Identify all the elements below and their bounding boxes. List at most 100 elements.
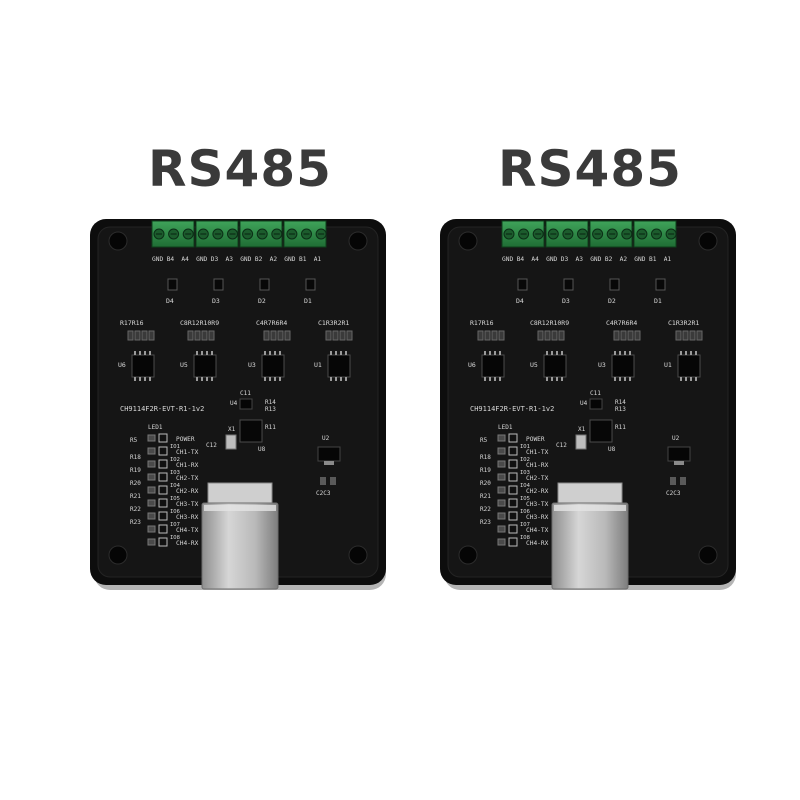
io-label: IO1 <box>520 444 530 450</box>
usb-connector <box>551 502 629 590</box>
io-label: IO6 <box>170 509 180 515</box>
smd-resistor <box>147 538 156 546</box>
smd-resistor <box>682 330 689 341</box>
mount-hole <box>698 545 718 565</box>
chip-label: U3 <box>598 361 606 369</box>
diode-label: D4 <box>166 297 174 305</box>
led <box>158 433 168 443</box>
smd-resistor <box>497 447 506 455</box>
part-number: CH9114F2R-EVT-R1-1v2 <box>120 405 204 413</box>
usb-connector-edge <box>204 505 276 511</box>
chip-pin <box>196 377 198 381</box>
u4-chip <box>239 398 253 410</box>
terminal-label: A2 <box>620 256 628 263</box>
smd-resistor <box>634 330 641 341</box>
chip-pin <box>494 351 496 355</box>
chip-pin <box>494 377 496 381</box>
diode-label: D4 <box>516 297 524 305</box>
chip-pin <box>345 377 347 381</box>
terminal-screws <box>503 228 677 240</box>
chip-pin <box>690 377 692 381</box>
chip-pin <box>345 351 347 355</box>
chip-pin <box>264 377 266 381</box>
led <box>508 524 518 534</box>
smd-resistor <box>208 330 215 341</box>
led <box>508 537 518 547</box>
smd-resistor <box>284 330 291 341</box>
diode-package <box>609 278 620 291</box>
transceiver-chip <box>543 354 567 378</box>
led <box>508 472 518 482</box>
smd-resistor <box>147 460 156 468</box>
diode-label: D1 <box>654 297 662 305</box>
chip-pin <box>201 351 203 355</box>
resistor-label: R5 <box>480 437 488 444</box>
u2-label: U2 <box>672 435 680 442</box>
signal-label: POWER <box>176 436 195 443</box>
resistor-label: R22 <box>130 506 141 513</box>
signal-label: CH3-TX <box>176 501 199 508</box>
chip-pin <box>340 351 342 355</box>
io-label: IO2 <box>520 457 530 463</box>
diode-label: D3 <box>562 297 570 305</box>
resistor-group-label: R17R16 <box>120 319 144 327</box>
signal-label: CH4-TX <box>526 527 549 534</box>
resistor-label: R18 <box>480 454 491 461</box>
smd-resistor <box>675 330 682 341</box>
chip-pin <box>695 351 697 355</box>
resistor-label: R20 <box>480 480 491 487</box>
terminal-label: B2 <box>255 256 263 263</box>
r14-label: R14 <box>615 399 626 406</box>
resistor-group-label: C8R12R10R9 <box>530 319 569 327</box>
led-header: LED1 <box>148 424 163 431</box>
smd-resistor <box>147 447 156 455</box>
cap <box>680 477 686 485</box>
chip-pin <box>274 377 276 381</box>
smd-resistor <box>277 330 284 341</box>
resistor-label: R5 <box>130 437 138 444</box>
chip-pin <box>340 377 342 381</box>
smd-resistor <box>498 330 505 341</box>
u2-tab <box>324 461 334 465</box>
smd-resistor <box>551 330 558 341</box>
chip-pin <box>196 351 198 355</box>
mount-hole <box>458 231 478 251</box>
chip-pin <box>614 351 616 355</box>
u4-label: U4 <box>580 400 588 407</box>
chip-pin <box>619 377 621 381</box>
c2c3-label: C2C3 <box>316 490 331 497</box>
signal-label: POWER <box>526 436 545 443</box>
io-label: IO8 <box>520 535 530 541</box>
mount-hole <box>458 545 478 565</box>
smd-resistor <box>339 330 346 341</box>
c2c3-label: C2C3 <box>666 490 681 497</box>
smd-resistor <box>696 330 703 341</box>
smd-resistor <box>147 499 156 507</box>
terminal-screws <box>153 228 327 240</box>
terminal-label: D3 <box>211 256 219 263</box>
mount-hole <box>698 231 718 251</box>
led <box>508 433 518 443</box>
x1-label: X1 <box>578 426 586 433</box>
chip-pin <box>551 351 553 355</box>
terminal-label: GND <box>240 256 251 263</box>
resistor-group-label: C4R7R6R4 <box>256 319 287 327</box>
chip-pin <box>134 351 136 355</box>
r13-label: R13 <box>265 406 276 413</box>
led <box>158 511 168 521</box>
diode-package <box>517 278 528 291</box>
chip-pin <box>546 351 548 355</box>
smd-resistor <box>627 330 634 341</box>
smd-resistor <box>620 330 627 341</box>
diode-package <box>213 278 224 291</box>
u8-label: U8 <box>608 446 616 453</box>
chip-pin <box>619 351 621 355</box>
signal-label: CH2-RX <box>176 488 199 495</box>
smd-resistor <box>689 330 696 341</box>
led-header: LED1 <box>498 424 513 431</box>
